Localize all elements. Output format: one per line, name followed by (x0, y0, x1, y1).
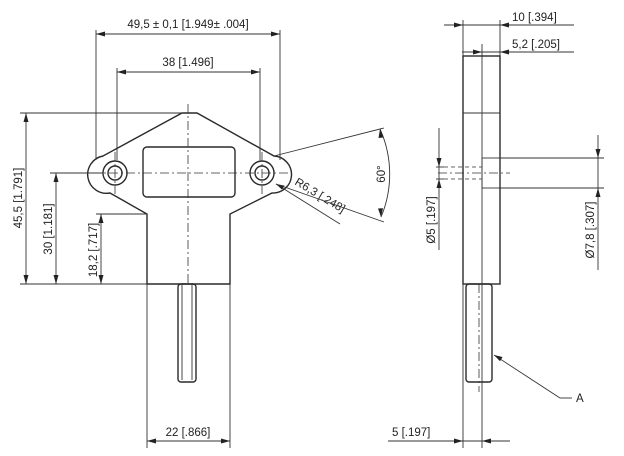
stem-width-dimension: 22 [.866] (146, 284, 231, 448)
boss-section (481, 157, 501, 189)
angle-label: 60° (376, 165, 388, 182)
corner-radius-callout: R6,3 [.248] (275, 176, 347, 225)
overall-width-label: 49,5 ± 0,1 [1.949± .004] (127, 19, 248, 31)
overall-height-dimension: 45,5 [1.791] (13, 112, 182, 285)
pin-offset-label: 5 [.197] (392, 427, 430, 439)
stem-height-label: 18,2 [.717] (88, 223, 100, 277)
front-view-outline (87, 112, 293, 285)
overall-width-dimension: 49,5 ± 0,1 [1.949± .004] (95, 19, 281, 160)
angle-dimension: 60° (273, 127, 391, 223)
rectangular-cutout (142, 146, 236, 198)
side-view-body (462, 55, 501, 285)
stem-height-dimension: 18,2 [.717] (88, 213, 147, 284)
hole-diameter-label: Ø5 [.197] (426, 196, 438, 243)
front-view (87, 104, 293, 383)
pin-offset-dimension: 5 [.197] (388, 284, 510, 448)
overall-height-label: 45,5 [1.791] (13, 168, 25, 229)
boss-diameter-dimension: Ø7,8 [.307] (500, 135, 604, 270)
side-view (438, 55, 510, 392)
hole-diameter-dimension: Ø5 [.197] (426, 128, 444, 250)
callout-a: A (493, 354, 584, 405)
hole-height-dimension: 30 [1.181] (43, 172, 103, 284)
hole-height-label: 30 [1.181] (43, 203, 55, 254)
side-width-dimension: 10 [.394] (444, 12, 574, 56)
flange-thickness-label: 5,2 [.205] (512, 39, 560, 51)
flange-thickness-dimension: 5,2 [.205] (462, 39, 574, 56)
hole-spacing-label: 38 [1.496] (162, 57, 213, 69)
side-view-pin (465, 283, 493, 383)
corner-radius-label: R6,3 [.248] (292, 176, 346, 215)
side-width-label: 10 [.394] (512, 12, 557, 24)
boss-diameter-label: Ø7,8 [.307] (585, 202, 597, 259)
hole-spacing-dimension: 38 [1.496] (116, 57, 261, 160)
stem-width-label: 22 [.866] (166, 427, 211, 439)
stem-pin (177, 283, 197, 383)
callout-a-label: A (576, 393, 584, 405)
